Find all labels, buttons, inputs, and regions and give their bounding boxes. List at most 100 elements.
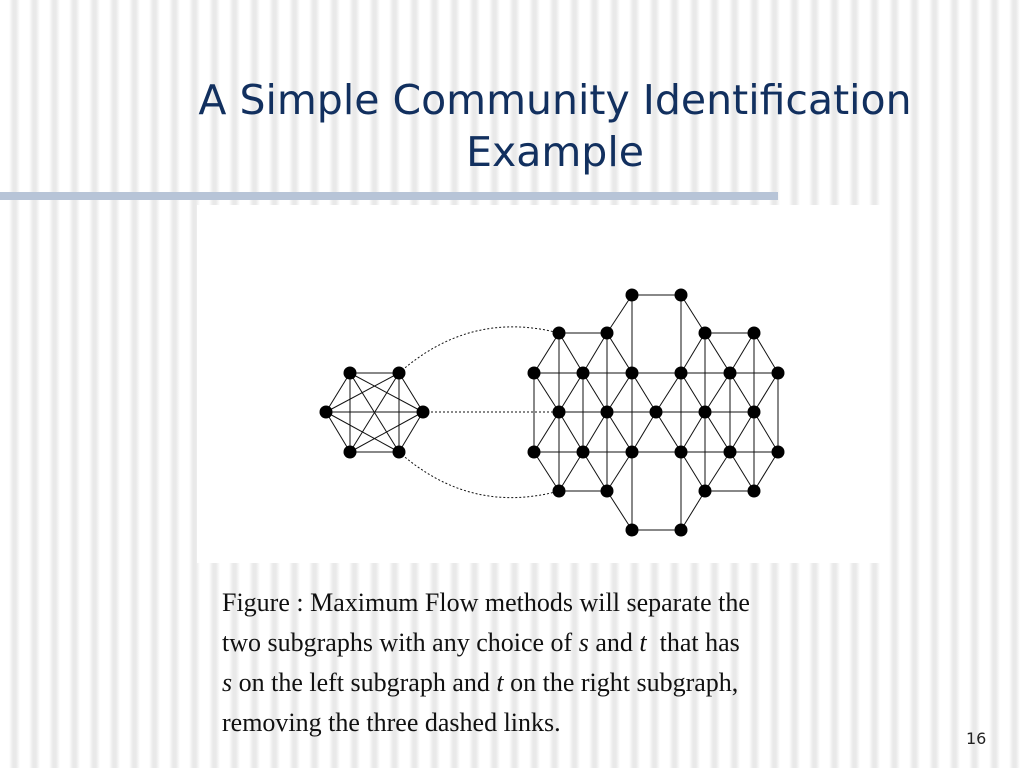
slide-number: 16 [966, 729, 987, 748]
caption-line-4: removing the three dashed links. [222, 708, 561, 737]
caption-line-3: s on the left subgraph and t on the righ… [222, 668, 739, 697]
right-node [552, 405, 566, 419]
right-edge [704, 372, 731, 413]
right-edge [558, 332, 584, 374]
caption-line-1: Figure : Maximum Flow methods will separ… [222, 588, 750, 617]
right-node [625, 523, 639, 537]
right-node [552, 484, 566, 498]
right-node [527, 445, 541, 459]
right-edge [753, 372, 779, 413]
right-edge [704, 332, 731, 374]
left-node [392, 445, 406, 459]
right-edge [631, 411, 657, 453]
right-edge [680, 294, 706, 334]
right-edge [533, 372, 560, 413]
caption-line-2: two subgraphs with any choice of s and t… [222, 628, 740, 657]
right-edge [680, 372, 706, 413]
network-diagram [319, 288, 785, 537]
right-node [600, 405, 614, 419]
right-node [576, 366, 590, 380]
left-edge [325, 372, 400, 413]
slide-title-line-2: Example [466, 128, 644, 176]
left-edge [325, 372, 351, 413]
right-node [576, 445, 590, 459]
right-edge [606, 372, 633, 413]
dashed-link-top [398, 326, 560, 374]
right-edge [558, 372, 584, 413]
right-edge [680, 411, 706, 453]
right-edge [729, 451, 755, 492]
right-node [747, 326, 761, 340]
right-edge [582, 451, 608, 492]
right-edge [753, 451, 779, 492]
right-edge [606, 451, 633, 492]
right-edge [582, 411, 608, 453]
right-node [747, 484, 761, 498]
right-node [771, 366, 785, 380]
right-edge [558, 411, 584, 453]
right-edge [631, 372, 657, 413]
right-edge [704, 451, 731, 492]
right-node [625, 445, 639, 459]
right-node [600, 484, 614, 498]
right-node [723, 366, 737, 380]
right-edge [680, 451, 706, 492]
left-edge [398, 411, 424, 453]
right-node [649, 405, 663, 419]
right-node [698, 405, 712, 419]
right-node [723, 445, 737, 459]
right-edge [753, 332, 779, 374]
right-edge [582, 332, 608, 374]
right-node [771, 445, 785, 459]
right-node [698, 484, 712, 498]
right-node [674, 288, 688, 302]
right-node [674, 523, 688, 537]
left-node [392, 366, 406, 380]
dashed-links [398, 326, 560, 499]
left-node [319, 405, 333, 419]
right-edge [582, 372, 608, 413]
right-edge [606, 332, 633, 374]
right-edge [704, 411, 731, 453]
right-node [625, 366, 639, 380]
right-edge [729, 411, 755, 453]
right-node [674, 366, 688, 380]
right-edge [655, 411, 682, 453]
right-edge [753, 411, 779, 453]
left-edge [398, 372, 424, 413]
right-edge [606, 294, 633, 334]
right-node [527, 366, 541, 380]
left-node [416, 405, 430, 419]
right-node [747, 405, 761, 419]
graph-nodes [319, 288, 785, 537]
dashed-link-bottom [398, 451, 560, 499]
right-node [625, 288, 639, 302]
slide-title-line-1: A Simple Community Identification [198, 76, 912, 124]
right-edge [729, 372, 755, 413]
right-edge [533, 332, 560, 374]
left-node [343, 445, 357, 459]
right-edge [533, 411, 560, 453]
right-edge [606, 490, 633, 531]
right-node [600, 326, 614, 340]
right-node [674, 445, 688, 459]
network-figure [197, 205, 888, 563]
right-subgraph-edges [533, 294, 779, 531]
left-edge [325, 411, 351, 453]
right-edge [729, 332, 755, 374]
right-node [552, 326, 566, 340]
right-edge [606, 411, 633, 453]
right-edge [655, 372, 682, 413]
right-node [698, 326, 712, 340]
slide-title: A Simple Community Identification Exampl… [140, 74, 970, 178]
figure-caption: Figure : Maximum Flow methods will separ… [222, 583, 942, 743]
right-edge [533, 451, 560, 492]
left-edge [349, 411, 424, 453]
left-node [343, 366, 357, 380]
right-edge [680, 490, 706, 531]
right-edge [680, 332, 706, 374]
left-edge [325, 411, 400, 453]
left-subgraph-edges [325, 372, 424, 453]
right-edge [558, 451, 584, 492]
title-divider [0, 192, 778, 200]
